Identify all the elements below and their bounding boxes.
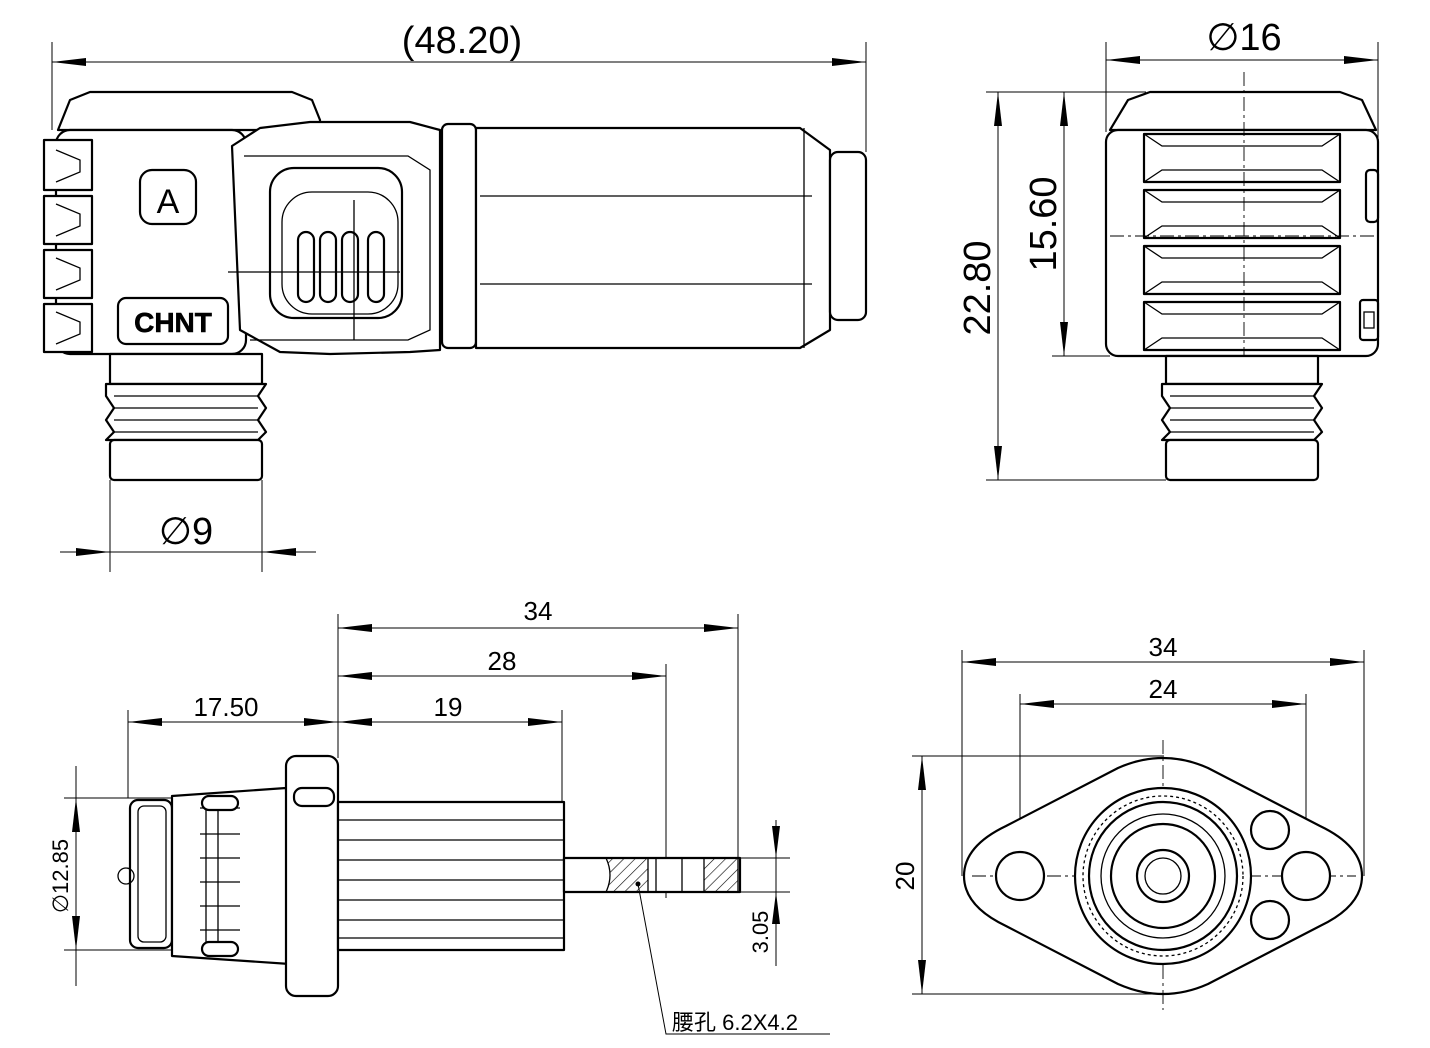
mount-hole-right	[1280, 850, 1332, 902]
dim-pin-width: 3.05	[740, 820, 790, 966]
dim-overall-length: (48.20)	[51, 20, 867, 152]
dim-flange-height: 20	[890, 755, 1164, 995]
dim-pcb-28-label: 28	[488, 646, 517, 676]
badge-a	[138, 168, 198, 226]
dim-pin-width-label: 3.05	[748, 911, 773, 954]
dim-flange-total-label: 34	[1149, 632, 1178, 662]
front-view: ∅16 22.80 15.60	[957, 17, 1380, 482]
thread-teeth	[200, 794, 240, 958]
dim-pcb-34-label: 34	[524, 596, 553, 626]
dim-cable-diameter: ∅9	[60, 480, 316, 572]
thread-stem	[104, 352, 268, 482]
dim-pcb-28: 28	[338, 646, 667, 898]
dim-cable-diameter-label: ∅9	[159, 511, 213, 553]
dim-front-width-label: ∅16	[1206, 17, 1281, 59]
slot-note-label: 腰孔 6.2X4.2	[672, 1010, 798, 1035]
latch-ridges	[296, 230, 386, 304]
dim-pcb-diameter: ∅12.85	[48, 766, 210, 986]
side-grip-teeth	[42, 138, 94, 354]
dim-front-body-height-label: 15.60	[1023, 176, 1065, 271]
mount-hole-left	[994, 850, 1046, 902]
dim-front-total-height: 22.80	[957, 91, 1166, 481]
dim-pcb-diameter-label: ∅12.85	[48, 839, 73, 913]
badge-a-label: A	[157, 183, 180, 221]
dim-flange-height-label: 20	[890, 862, 920, 891]
dim-flange-total: 34	[961, 632, 1365, 876]
dim-flange-holes-label: 24	[1149, 674, 1178, 704]
dim-overall-length-label: (48.20)	[402, 20, 522, 62]
dim-pcb-17-50-label: 17.50	[193, 692, 258, 722]
pcb-side-view: 34 28 19 17.50 ∅1	[48, 596, 830, 1035]
side-view: (48.20) A CHNT	[42, 20, 868, 572]
dim-pcb-17-50: 17.50	[127, 692, 338, 798]
dim-pcb-34: 34	[337, 596, 739, 858]
brand-logo-box	[116, 296, 230, 346]
front-grip-slots	[1142, 132, 1342, 352]
dim-front-total-height-label: 22.80	[957, 240, 999, 335]
dim-front-body-height: 15.60	[1023, 91, 1110, 357]
dim-pcb-19: 19	[338, 692, 563, 802]
dim-pcb-19-label: 19	[434, 692, 463, 722]
dim-front-width: ∅16	[1105, 17, 1379, 150]
flange-front-view: 34 24 20	[890, 632, 1365, 1010]
brand-logo: CHNT	[134, 307, 212, 338]
